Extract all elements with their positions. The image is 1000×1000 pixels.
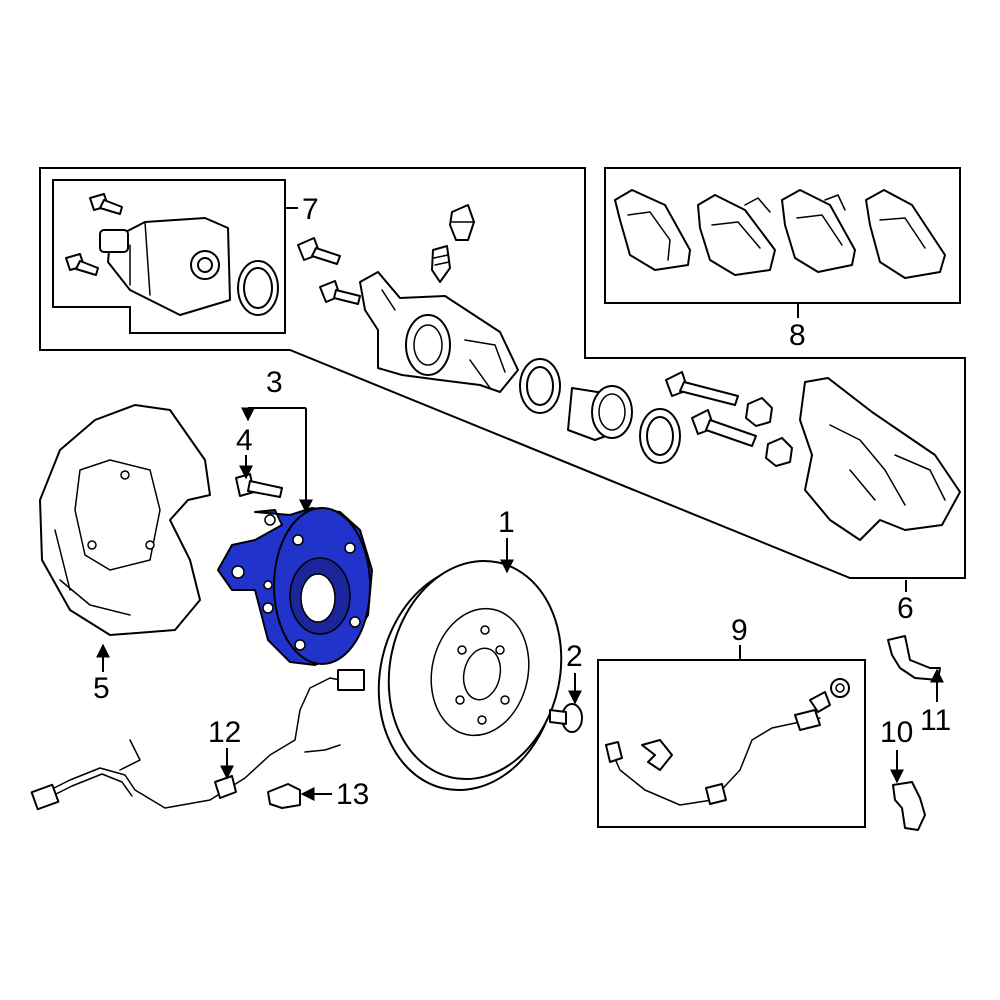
callout-7: 7 xyxy=(302,193,319,226)
callout-11: 11 xyxy=(920,704,951,737)
brake-disc xyxy=(377,559,563,792)
brake-pad-1 xyxy=(614,189,691,271)
callout-10: 10 xyxy=(880,716,913,749)
bleeder-screw xyxy=(431,245,451,283)
brake-pad-4 xyxy=(865,189,946,279)
callout-3: 3 xyxy=(266,366,283,399)
hub-bearing-assembly xyxy=(217,507,373,666)
callout-8: 8 xyxy=(789,319,806,352)
sensor-bracket-11 xyxy=(887,635,941,681)
caliper-housing xyxy=(359,271,519,393)
caliper-piston xyxy=(567,385,633,441)
harness-clip xyxy=(267,783,301,809)
disc-screw xyxy=(549,703,583,733)
sensor-bracket-10 xyxy=(892,781,926,831)
caliper-body-group-box xyxy=(52,179,286,334)
caliper-bolt-upper xyxy=(89,193,123,215)
caliper-body-part xyxy=(99,217,231,316)
callout-4: 4 xyxy=(236,424,253,457)
brake-pad-2 xyxy=(697,194,776,276)
caliper-bolt-2 xyxy=(319,280,361,305)
piston-seal xyxy=(519,358,561,414)
guide-bolt-lower xyxy=(691,409,757,447)
caliper-assembly-group-box xyxy=(39,167,966,579)
dust-boot xyxy=(639,408,681,464)
callout-13: 13 xyxy=(336,778,369,811)
caliper-bolt-lower xyxy=(65,253,99,276)
caliper-piston-seal-small xyxy=(237,260,279,316)
callout-2: 2 xyxy=(566,640,583,673)
nut-lower xyxy=(765,437,793,467)
brake-pad-group-box xyxy=(604,167,961,304)
caliper-bracket xyxy=(799,377,961,541)
splash-shield xyxy=(39,404,211,636)
guide-pin-boot xyxy=(449,204,475,241)
callout-1: 1 xyxy=(498,506,515,539)
callout-12: 12 xyxy=(208,716,241,749)
speed-sensor-harness xyxy=(30,669,365,811)
brake-pad-3 xyxy=(781,189,856,273)
callout-5: 5 xyxy=(93,672,110,705)
nut-upper xyxy=(745,397,773,427)
caliper-bolt-1 xyxy=(297,237,341,265)
pad-wear-sensor xyxy=(605,678,850,806)
hub-bolt xyxy=(235,473,283,498)
callout-6: 6 xyxy=(897,592,914,625)
callout-9: 9 xyxy=(731,614,748,647)
wear-sensor-group-box xyxy=(597,659,866,828)
guide-bolt-upper xyxy=(665,371,739,406)
